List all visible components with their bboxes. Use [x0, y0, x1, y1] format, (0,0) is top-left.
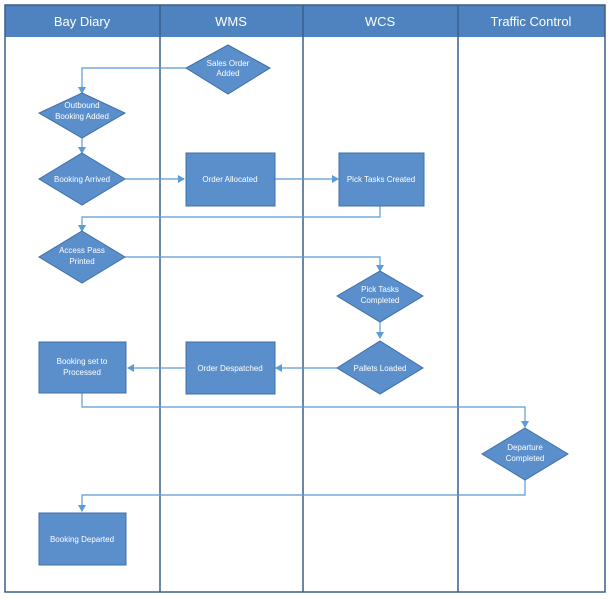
node-label: Departure [507, 443, 543, 452]
node-label: Printed [69, 257, 94, 266]
decision-shape [185, 44, 271, 95]
node-order-allocated: Order Allocated [185, 152, 276, 207]
node-order-despatched: Order Despatched [185, 341, 276, 395]
connector-departure-to-departed [78, 480, 526, 512]
node-label: Pallets Loaded [354, 364, 407, 373]
node-label: Booking Departed [50, 535, 114, 544]
node-booking-departed: Booking Departed [38, 512, 127, 566]
node-pick-tasks-created: Pick Tasks Created [338, 152, 425, 207]
node-label: Order Despatched [197, 364, 262, 373]
lane-title-traffic-control: Traffic Control [491, 14, 572, 29]
connector-accesspass-to-pickcompleted [125, 256, 384, 272]
decision-shape [37, 92, 127, 139]
node-label: Access Pass [59, 246, 105, 255]
lane-title-bay-diary: Bay Diary [54, 14, 111, 29]
node-sales-order-added: Sales Order Added [185, 44, 271, 95]
connectors [78, 67, 529, 512]
process-shape [185, 152, 276, 207]
node-pallets-loaded: Pallets Loaded [336, 340, 424, 395]
connector-processed-to-departure [81, 393, 529, 428]
node-label: Outbound [64, 101, 99, 110]
lane-title-wms: WMS [215, 14, 247, 29]
lane-headers: Bay Diary WMS WCS Traffic Control [5, 5, 605, 37]
decision-shape [38, 230, 126, 284]
node-label: Processed [63, 368, 101, 377]
connector-sales-to-outbound [78, 67, 188, 94]
node-departure-completed: Departure Completed [481, 427, 569, 481]
process-shape [38, 341, 127, 394]
node-label: Booking set to [57, 357, 108, 366]
process-shape [185, 341, 276, 395]
node-label: Pick Tasks Created [347, 175, 415, 184]
decision-shape [38, 152, 126, 206]
node-label: Completed [506, 454, 545, 463]
process-shape [338, 152, 425, 207]
connector-picktasks-to-accesspass [78, 206, 381, 232]
lane-borders [4, 4, 606, 593]
node-outbound-booking-added: Outbound Booking Added [37, 92, 127, 139]
node-label: Booking Arrived [54, 175, 110, 184]
node-booking-set-to-processed: Booking set to Processed [38, 341, 127, 394]
node-label: Booking Added [55, 112, 109, 121]
node-label: Pick Tasks [361, 285, 399, 294]
node-pick-tasks-completed: Pick Tasks Completed [336, 270, 424, 323]
node-label: Added [216, 69, 239, 78]
node-label: Sales Order [207, 59, 250, 68]
decision-shape [481, 427, 569, 481]
nodes: Sales Order Added Outbound Booking Added… [37, 44, 569, 566]
node-label: Order Allocated [202, 175, 257, 184]
process-shape [38, 512, 127, 566]
lane-title-wcs: WCS [365, 14, 396, 29]
diagram-frame [4, 4, 606, 593]
decision-shape [336, 340, 424, 395]
header-bar [5, 5, 605, 37]
node-label: Completed [361, 296, 400, 305]
node-booking-arrived: Booking Arrived [38, 152, 126, 206]
decision-shape [336, 270, 424, 323]
node-access-pass-printed: Access Pass Printed [38, 230, 126, 284]
